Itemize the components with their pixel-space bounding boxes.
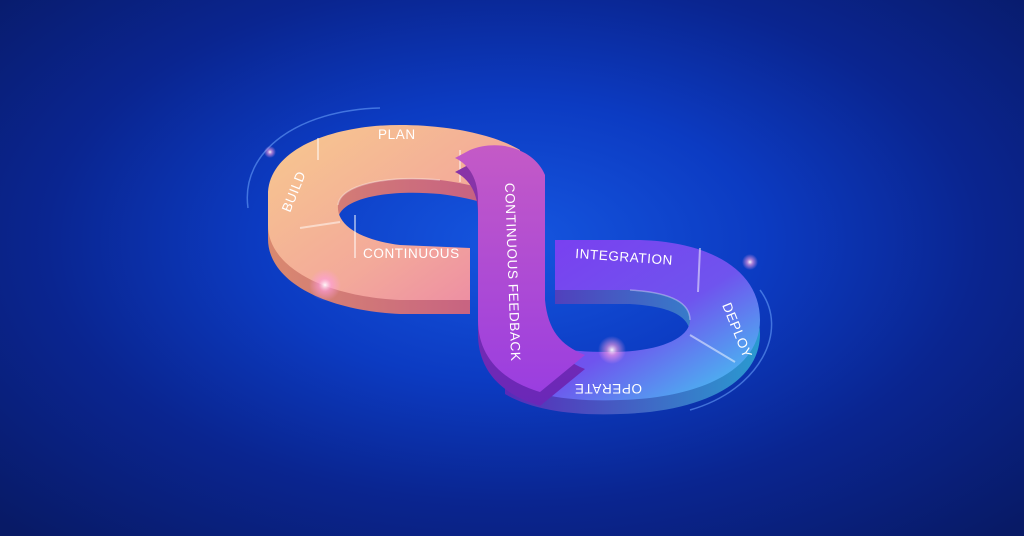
orbit-ring-left bbox=[246, 107, 381, 209]
glow-sparkles bbox=[264, 146, 758, 364]
label-plan: PLAN bbox=[378, 127, 416, 142]
label-continuous: CONTINUOUS bbox=[363, 246, 460, 261]
center-band bbox=[455, 145, 585, 406]
orbit-rings bbox=[246, 107, 773, 411]
label-operate: OPERATE bbox=[574, 381, 642, 396]
left-loop-top bbox=[268, 125, 520, 300]
orbit-ring-right bbox=[689, 289, 773, 411]
label-integration: INTEGRATION bbox=[575, 246, 674, 268]
label-continuous-feedback: CONTINUOUS FEEDBACK bbox=[502, 183, 523, 362]
center-band-top bbox=[455, 145, 585, 392]
